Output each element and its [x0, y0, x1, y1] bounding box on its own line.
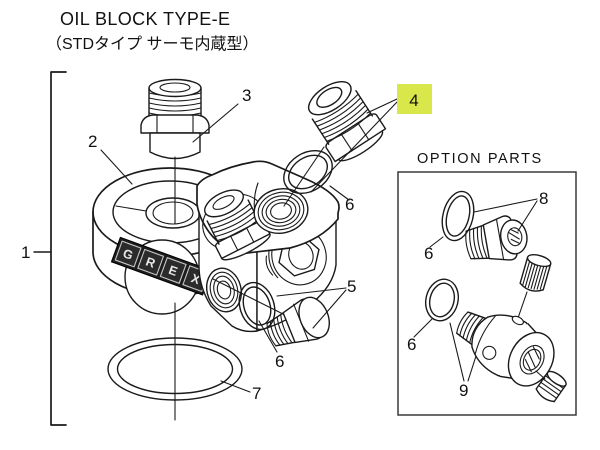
- leader-oring6-upper: [329, 185, 350, 201]
- part-label-1: 1: [21, 243, 30, 262]
- part5-callout: 5: [276, 277, 356, 329]
- option-thread-cap: [535, 370, 567, 403]
- page-title: OIL BLOCK TYPE-E: [60, 9, 230, 29]
- part-label-6-lower: 6: [275, 352, 284, 371]
- option-parts-heading: OPTION PARTS: [417, 151, 543, 167]
- part8-callout: 8: [473, 189, 548, 232]
- leader-part7: [220, 380, 251, 393]
- part9-adapter-body: [455, 311, 555, 387]
- part-label-6-option-upper: 6: [424, 244, 433, 263]
- part4-axis-line: [283, 146, 325, 207]
- part-label-2: 2: [88, 132, 97, 151]
- block-lower-port: [205, 267, 243, 313]
- part-label-8: 8: [539, 189, 548, 208]
- part-label-3: 3: [242, 86, 251, 105]
- part-label-6-upper: 6: [345, 195, 354, 214]
- oring6-upper: [283, 149, 333, 195]
- leader-part3: [192, 103, 239, 143]
- part4-an-plug: [307, 80, 387, 163]
- option-oring6-lower: [424, 278, 460, 322]
- part5-axis-line: [212, 278, 296, 321]
- logo-letter-g: G: [121, 246, 135, 262]
- leader-option-oring6-lower: [413, 318, 433, 338]
- part4-highlight: [397, 84, 432, 114]
- part-label-6-option-lower: 6: [407, 335, 416, 354]
- block-top-port: [253, 188, 309, 234]
- main-block-body: [196, 160, 340, 333]
- part8-fitting: [465, 215, 528, 261]
- assembly-bracket-part1: 1: [21, 71, 67, 426]
- part9-callout: 9: [449, 322, 477, 400]
- part3-union-fitting: [140, 78, 210, 160]
- block-an-fitting: [204, 189, 271, 261]
- part-label-7: 7: [252, 384, 261, 403]
- part-label-5: 5: [347, 277, 356, 296]
- leader-part2: [100, 149, 133, 185]
- oring7-large: [107, 337, 243, 401]
- logo-letter-r: R: [144, 255, 157, 271]
- leader-oring6-lower: [258, 320, 278, 353]
- option-knurled-plug: [519, 254, 552, 292]
- leader-option-oring6-upper: [429, 236, 444, 248]
- part-label-9: 9: [459, 381, 468, 400]
- oring6-lower: [238, 281, 276, 331]
- plug-axis-line: [517, 291, 528, 319]
- part4-callout: 4: [310, 84, 432, 193]
- option-parts-section: OPTION PARTS 6 8: [397, 151, 577, 416]
- page-subtitle: （STDタイプ サーモ内蔵型）: [46, 35, 258, 53]
- part-label-4: 4: [409, 91, 418, 110]
- part5-drain-plug: [266, 296, 331, 347]
